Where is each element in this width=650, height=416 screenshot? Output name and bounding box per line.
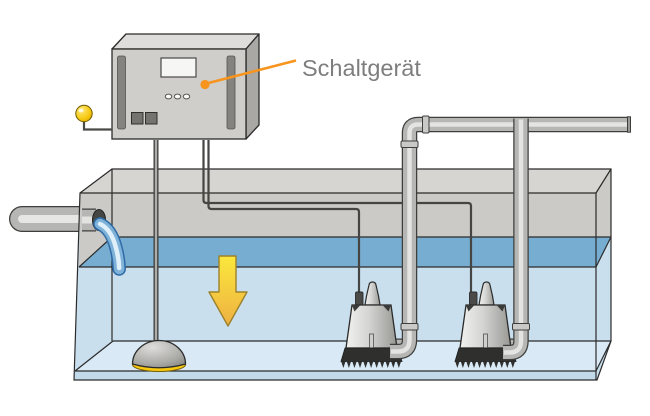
control-button-1 bbox=[131, 112, 144, 125]
cable-left-pump bbox=[207, 140, 361, 293]
pump-strainer bbox=[340, 347, 403, 362]
strainer-teeth bbox=[341, 361, 401, 368]
vent-slot-right bbox=[226, 55, 236, 130]
pump-cables bbox=[202, 140, 473, 293]
control-button-2 bbox=[145, 112, 158, 125]
pump-handle bbox=[364, 281, 381, 306]
leader-line bbox=[206, 59, 297, 85]
leader-dot bbox=[200, 79, 210, 90]
discharge-pipe-right bbox=[501, 118, 529, 361]
control-unit-top bbox=[111, 33, 260, 50]
alarm-lamp bbox=[75, 104, 112, 131]
pipe-flanges bbox=[400, 115, 530, 331]
bell-sensor bbox=[131, 140, 187, 372]
annotation: Schaltgerät bbox=[200, 55, 421, 90]
led-indicators bbox=[164, 93, 191, 100]
water-stream-icon bbox=[93, 217, 126, 276]
alarm-lamp-ball-icon bbox=[75, 104, 93, 123]
tank-top-face bbox=[80, 169, 611, 193]
lamp-bracket bbox=[82, 121, 112, 131]
display-screen bbox=[160, 57, 197, 78]
water-surface-band bbox=[79, 237, 611, 267]
schaltgeraet-label: Schaltgerät bbox=[302, 55, 421, 81]
control-unit-side bbox=[245, 33, 260, 140]
cable-gland bbox=[355, 291, 364, 306]
tank-bottom-strip bbox=[74, 371, 596, 380]
control-unit bbox=[111, 33, 260, 140]
water-level-down-arrow-icon bbox=[208, 255, 248, 327]
bell-dome-icon bbox=[131, 339, 187, 369]
cable-right-pump bbox=[202, 140, 473, 293]
vent-slot-left bbox=[117, 55, 126, 130]
discharge-pipe-left bbox=[390, 116, 631, 360]
pipe-end-cap bbox=[627, 116, 631, 133]
